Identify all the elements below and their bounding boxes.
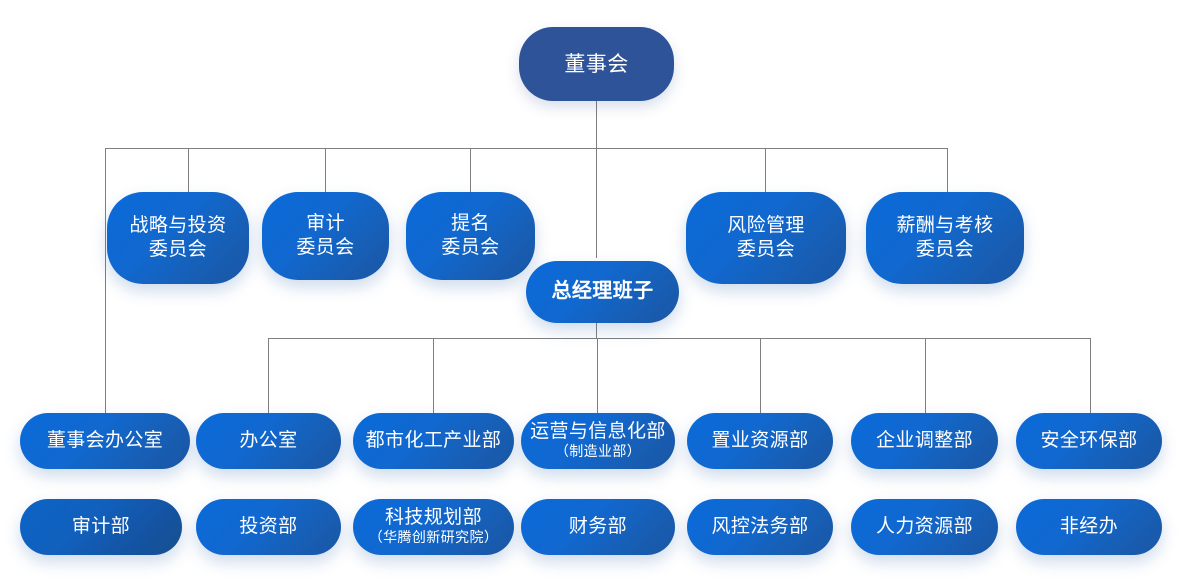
node-label: 审计部: [71, 515, 131, 537]
node-label: 置业资源部: [711, 429, 809, 451]
node-board-of-directors[interactable]: 董事会: [519, 27, 674, 101]
node-label-line1: 提名: [451, 212, 490, 234]
connector-to-committee-compensation: [947, 148, 948, 192]
node-dept-investment[interactable]: 投资部: [196, 499, 341, 555]
node-label-line1: 薪酬与考核: [896, 214, 994, 236]
node-dept-board-office[interactable]: 董事会办公室: [20, 413, 190, 469]
node-label: 风控法务部: [711, 515, 809, 537]
node-label: 投资部: [239, 515, 298, 537]
node-dept-urban-chemical-industry[interactable]: 都市化工产业部: [353, 413, 514, 469]
node-committee-strategy-investment[interactable]: 战略与投资 委员会: [107, 192, 249, 284]
connector-to-committee-strategy: [188, 148, 189, 192]
connector-to-dept-operations: [597, 338, 598, 414]
node-dept-office[interactable]: 办公室: [196, 413, 341, 469]
connector-to-dept-office: [268, 338, 269, 414]
node-label: 企业调整部: [876, 429, 973, 451]
connector-gm-stem: [596, 322, 597, 338]
node-label: 都市化工产业部: [365, 429, 502, 451]
node-committee-audit[interactable]: 审计 委员会: [262, 192, 389, 280]
connector-to-dept-urban-chem: [433, 338, 434, 414]
node-committee-nomination[interactable]: 提名 委员会: [406, 192, 535, 280]
node-label: 董事会: [564, 51, 629, 76]
node-label: 总经理班子: [551, 280, 654, 303]
connector-to-dept-safety: [1090, 338, 1091, 414]
node-label: 科技规划部: [385, 507, 482, 529]
node-dept-operations-informatization[interactable]: 运营与信息化部 （制造业部）: [521, 413, 675, 469]
node-label-line2: 委员会: [736, 239, 796, 260]
node-label: 非经办: [1059, 515, 1119, 537]
node-label: 办公室: [239, 429, 298, 451]
connector-to-board-office: [105, 148, 106, 414]
node-general-manager-team[interactable]: 总经理班子: [526, 261, 679, 323]
connector-to-dept-restructuring: [925, 338, 926, 414]
node-dept-audit[interactable]: 审计部: [20, 499, 182, 555]
node-label-line1: 审计: [306, 212, 345, 234]
node-label-line1: 战略与投资: [129, 214, 227, 236]
node-dept-human-resources[interactable]: 人力资源部: [851, 499, 998, 555]
node-dept-property-resources[interactable]: 置业资源部: [687, 413, 833, 469]
node-dept-non-operating[interactable]: 非经办: [1016, 499, 1162, 555]
node-committee-compensation-assessment[interactable]: 薪酬与考核 委员会: [866, 192, 1024, 284]
node-dept-finance[interactable]: 财务部: [521, 499, 675, 555]
connector-to-dept-property: [760, 338, 761, 414]
node-label: 安全环保部: [1040, 429, 1138, 451]
node-label: 运营与信息化部: [530, 421, 666, 443]
node-committee-risk-management[interactable]: 风险管理 委员会: [686, 192, 846, 284]
node-label-line2: 委员会: [441, 237, 500, 258]
node-label-line2: 委员会: [915, 239, 975, 260]
connector-to-gm: [596, 148, 597, 258]
node-sublabel: （华腾创新研究院）: [368, 531, 499, 547]
node-label: 人力资源部: [876, 515, 973, 537]
connector-department-bus: [268, 338, 1091, 339]
connector-committee-bus: [105, 148, 948, 149]
node-label-line2: 委员会: [148, 239, 208, 260]
node-dept-safety-environment[interactable]: 安全环保部: [1016, 413, 1162, 469]
node-label-line1: 风险管理: [727, 214, 805, 236]
node-dept-enterprise-restructuring[interactable]: 企业调整部: [851, 413, 998, 469]
node-sublabel: （制造业部）: [554, 445, 642, 461]
node-label: 财务部: [568, 515, 628, 537]
connector-to-committee-nomination: [470, 148, 471, 192]
connector-to-committee-audit: [325, 148, 326, 192]
node-label: 董事会办公室: [46, 429, 164, 451]
node-dept-risk-control-legal[interactable]: 风控法务部: [687, 499, 833, 555]
node-dept-technology-planning[interactable]: 科技规划部 （华腾创新研究院）: [353, 499, 514, 555]
connector-to-committee-risk: [765, 148, 766, 192]
connector-root-stem: [596, 100, 597, 148]
node-label-line2: 委员会: [296, 237, 355, 258]
